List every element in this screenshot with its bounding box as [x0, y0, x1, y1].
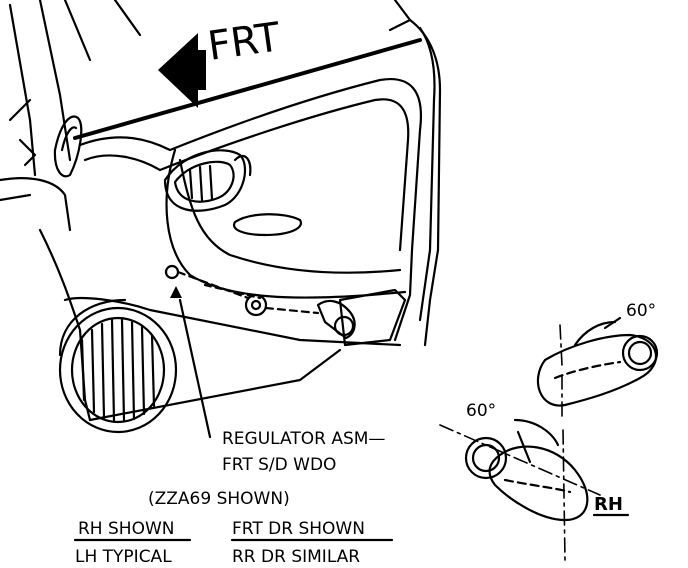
belt-line — [73, 38, 422, 140]
note-lh-typical: LH TYPICAL — [75, 547, 172, 567]
pointer-arrowhead — [170, 286, 182, 298]
mirror-bracket — [8, 98, 83, 178]
angle-label-lower: 60° — [466, 401, 496, 421]
armrest-pull-cup — [232, 213, 303, 237]
note-frt-dr-shown: FRT DR SHOWN — [232, 519, 365, 539]
door-handle-bezel — [163, 149, 252, 212]
direction-label: FRT — [205, 14, 284, 70]
detail-lower-handle — [439, 418, 601, 522]
front-arrow-icon — [158, 33, 198, 108]
side-label-rh: RH — [594, 494, 623, 515]
note-rr-dr-similar: RR DR SIMILAR — [232, 547, 360, 567]
note-rh-shown: RH SHOWN — [78, 519, 174, 539]
model-note: (ZZA69 SHOWN) — [148, 489, 290, 509]
callout-line1: REGULATOR ASM— — [222, 429, 385, 449]
front-arrow-shaft — [198, 50, 206, 90]
callout-line2: FRT S/D WDO — [222, 455, 336, 475]
callout-leader — [178, 298, 212, 439]
angle-label-upper: 60° — [626, 301, 656, 321]
detail-upper-handle — [536, 316, 659, 561]
regulator-handle-assembly — [164, 264, 356, 340]
door-frame — [0, 0, 442, 347]
speaker-grille — [58, 298, 178, 434]
